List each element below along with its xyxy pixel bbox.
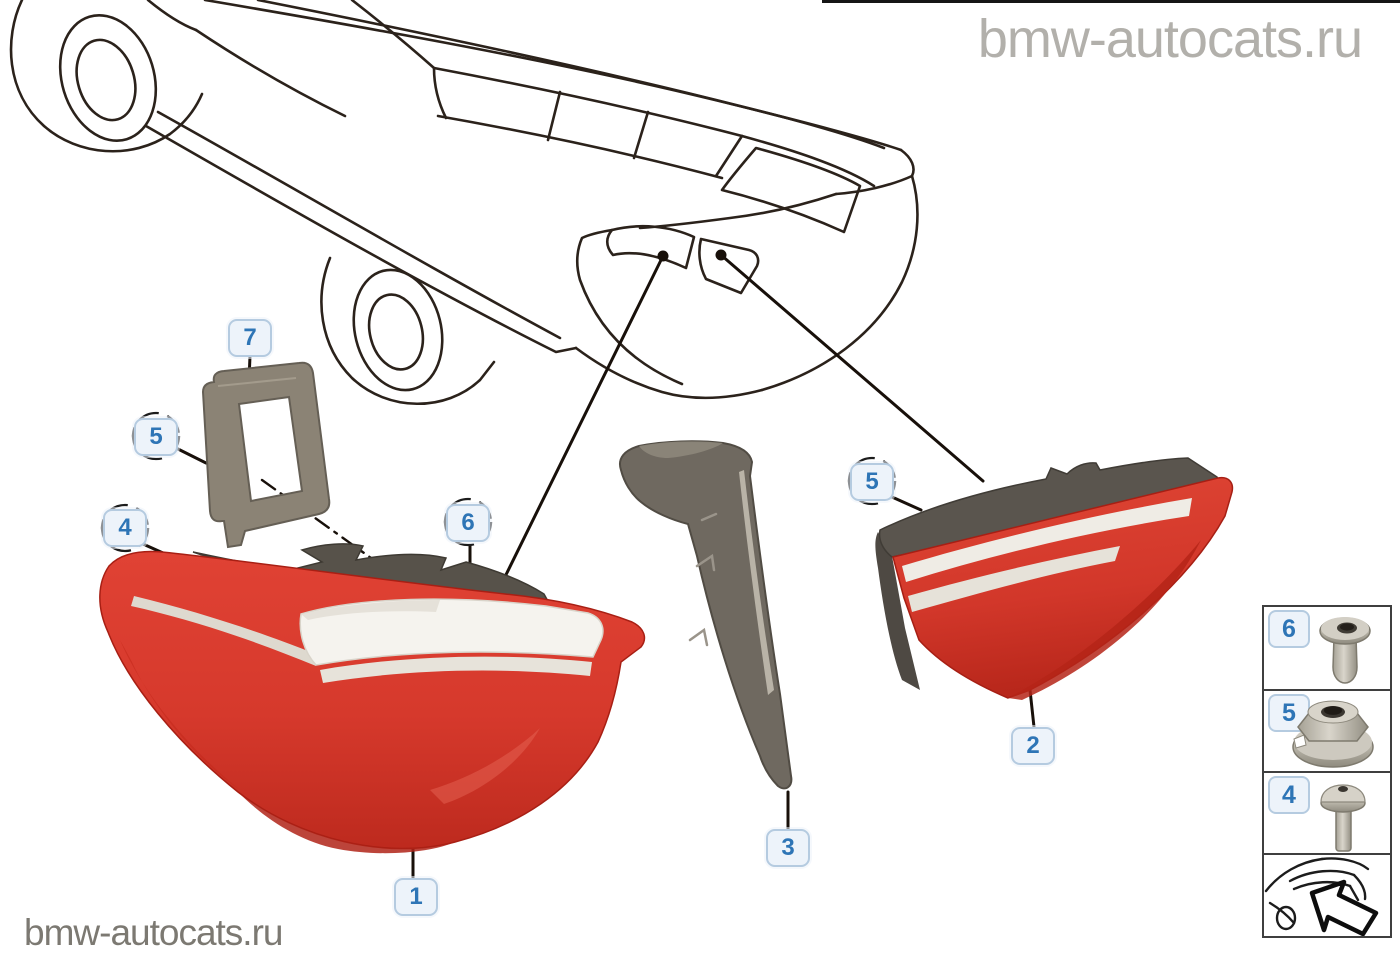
- callout-3[interactable]: 3: [766, 829, 810, 867]
- callout-circles: [100, 411, 897, 553]
- part-1-tail-light-outer: [99, 543, 646, 854]
- top-border-line: [822, 0, 1400, 3]
- fastener-legend: 6 5 4: [1262, 605, 1392, 938]
- callout-6[interactable]: 6: [446, 504, 490, 542]
- assembly-dash-line: [260, 478, 380, 565]
- part-2-tail-light-inner: [875, 457, 1234, 700]
- legend-item-4[interactable]: 4: [1262, 771, 1392, 855]
- legend-tag-4: 4: [1268, 776, 1310, 814]
- part-7-gasket-frame: [201, 361, 331, 549]
- screw-icon: [1320, 784, 1366, 852]
- watermark-top-right: bmw-autocats.ru: [977, 9, 1363, 69]
- flange-nut-icon: [1292, 700, 1374, 768]
- rivet-nut-icon: [1319, 617, 1371, 684]
- callout-4[interactable]: 4: [103, 509, 147, 547]
- watermark-bottom-left: bmw-autocats.ru: [24, 912, 283, 953]
- callout-2[interactable]: 2: [1011, 727, 1055, 765]
- callout-5-left[interactable]: 5: [134, 418, 178, 456]
- legend-location-thumb[interactable]: [1262, 853, 1392, 938]
- car-line-art: [9, 0, 919, 405]
- mount-point-dots: [657, 249, 727, 262]
- legend-item-6[interactable]: 6: [1262, 605, 1392, 691]
- legend-item-5[interactable]: 5: [1262, 689, 1392, 773]
- callout-7[interactable]: 7: [228, 319, 272, 357]
- callout-1[interactable]: 1: [394, 878, 438, 916]
- callout-5-right[interactable]: 5: [850, 463, 894, 501]
- part-3-gasket: [619, 440, 793, 790]
- car-location-arrow-icon: [1264, 857, 1379, 936]
- legend-tag-6: 6: [1268, 610, 1310, 648]
- leader-lines: [141, 253, 1036, 880]
